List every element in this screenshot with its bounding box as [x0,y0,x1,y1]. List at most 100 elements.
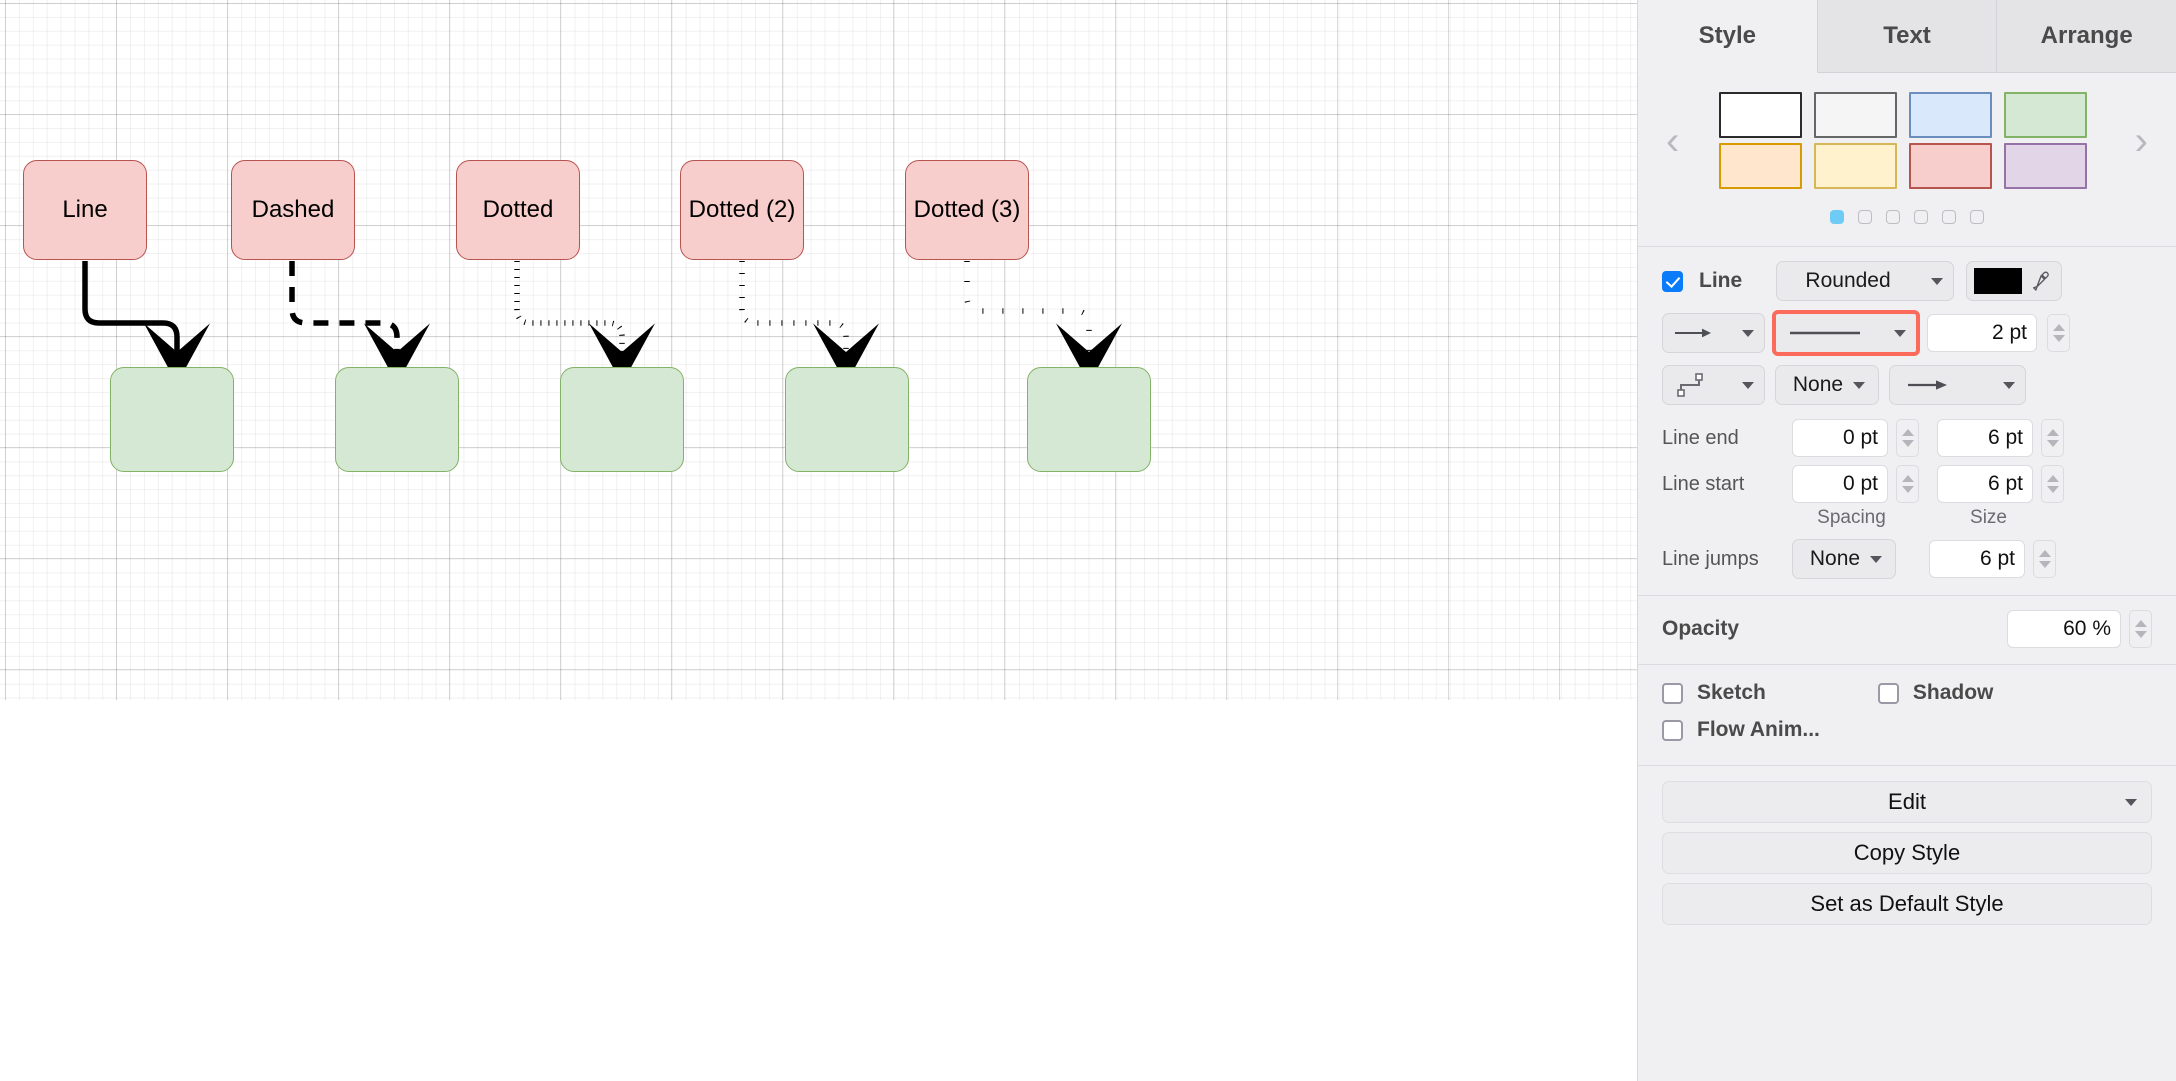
line-width-input[interactable]: 2 pt [1927,314,2037,352]
node-dashed[interactable]: Dashed [231,160,355,260]
swatch-white[interactable] [1718,92,1802,138]
line-end-size-input[interactable]: 6 pt [1937,419,2033,457]
line-checkbox[interactable] [1662,270,1683,292]
panel-tabs: Style Text Arrange [1638,0,2176,73]
divider [1638,595,2176,596]
line-jumps-size-input[interactable]: 6 pt [1929,540,2025,578]
line-color-chip [1974,268,2023,294]
edit-button[interactable]: Edit [1662,781,2152,823]
connector-layer [82,261,1122,384]
swatch-pagination [1638,208,2176,224]
pagination-dot-1[interactable] [1830,210,1844,224]
sketch-checkbox[interactable] [1662,682,1683,704]
spacing-caption: Spacing [1817,507,1886,528]
chevron-down-icon [1853,381,1866,389]
line-jumps-value: None [1809,547,1861,570]
node-dotted-2[interactable]: Dotted (2) [680,160,804,260]
line-end-label: Line end [1662,426,1739,449]
node-line[interactable]: Line [23,160,147,260]
pagination-dot-5[interactable] [1942,210,1956,224]
node-target-3[interactable] [560,367,684,472]
shadow-checkbox[interactable] [1877,682,1899,704]
line-end-marker-select[interactable] [1889,365,2026,405]
node-target-5[interactable] [1027,367,1151,472]
action-buttons: Edit Copy Style Set as Default Style [1638,781,2176,925]
orthogonal-connector-icon [1677,373,1703,397]
pagination-dot-4[interactable] [1914,210,1928,224]
size-caption: Size [1970,507,2007,528]
node-dotted[interactable]: Dotted [456,160,580,260]
line-start-size-input[interactable]: 6 pt [1937,465,2033,503]
node-target-1[interactable] [110,367,234,472]
pagination-dot-2[interactable] [1858,210,1872,224]
line-color-button[interactable] [1966,261,2063,301]
flow-anim-row: Flow Anim... [1638,718,2176,742]
edge-dotted-3 [964,261,1122,384]
solid-line-icon [1790,331,1860,335]
pagination-dot-6[interactable] [1970,210,1984,224]
line-start-size-value: 6 pt [1987,472,2023,495]
node-target-4[interactable] [785,367,909,472]
diagram-canvas[interactable]: Line Dashed Dotted Dotted (2) Dotted (3) [0,0,1637,1081]
pagination-dot-3[interactable] [1886,210,1900,224]
line-end-size-value: 6 pt [1987,426,2023,449]
node-dotted-3[interactable]: Dotted (3) [905,160,1029,260]
tab-style[interactable]: Style [1638,0,1818,73]
canvas-empty-area[interactable] [0,700,1637,1081]
opacity-row: Opacity 60 % [1638,610,2176,648]
swatch-blue[interactable] [1908,92,1992,138]
eyedropper-icon[interactable] [2028,270,2050,292]
tab-arrange[interactable]: Arrange [1997,0,2176,73]
line-end-spacing-input[interactable]: 0 pt [1792,419,1888,457]
node-label: Dotted (3) [913,196,1021,223]
chevron-right-icon[interactable]: › [2134,118,2148,163]
corner-style-select[interactable]: Rounded [1776,261,1955,301]
node-label: Dotted (2) [688,196,796,223]
chevron-down-icon [1742,329,1754,337]
line-markers-row: None [1638,365,2176,405]
line-style-row: 2 pt [1638,310,2176,356]
line-jumps-size-value: 6 pt [1979,547,2015,570]
line-start-spacing-input[interactable]: 0 pt [1792,465,1888,503]
line-end-spacing-stepper[interactable] [1896,419,1919,457]
chevron-down-icon [1870,555,1883,563]
swatch-orange[interactable] [1718,143,1802,189]
sketch-label: Sketch [1697,681,1766,704]
arrow-right-icon [1675,328,1711,338]
edge-dotted-2 [739,261,879,384]
line-start-arrow-select[interactable] [1662,313,1765,353]
chevron-left-icon[interactable]: ‹ [1666,118,1680,163]
line-row: Line Rounded [1638,261,2176,301]
chevron-down-icon [1894,329,1906,337]
opacity-stepper[interactable] [2129,610,2152,648]
tab-text[interactable]: Text [1817,0,1998,73]
swatch-gray[interactable] [1813,92,1897,138]
opacity-input[interactable]: 60 % [2007,610,2121,648]
copy-style-button[interactable]: Copy Style [1662,832,2152,874]
swatch-red[interactable] [1908,143,1992,189]
swatch-yellow[interactable] [1813,143,1897,189]
set-default-style-button[interactable]: Set as Default Style [1662,883,2152,925]
line-jumps-select[interactable]: None [1792,539,1896,579]
line-start-marker-value: None [1792,373,1844,396]
divider [1638,246,2176,247]
line-end-spacing-value: 0 pt [1842,426,1878,449]
line-start-spacing-stepper[interactable] [1896,465,1919,503]
swatch-grid [1718,92,2096,189]
swatch-purple[interactable] [2003,143,2087,189]
node-label: Dotted [482,196,554,223]
line-jumps-label: Line jumps [1662,547,1759,570]
swatch-green[interactable] [2003,92,2087,138]
line-jumps-size-stepper[interactable] [2033,540,2056,578]
flow-animation-checkbox[interactable] [1662,719,1683,741]
line-start-size-stepper[interactable] [2041,465,2064,503]
opacity-label: Opacity [1662,617,1740,640]
line-end-size-stepper[interactable] [2041,419,2064,457]
line-width-stepper[interactable] [2047,314,2070,352]
line-pattern-select[interactable] [1772,310,1920,356]
waypoint-style-select[interactable] [1662,365,1765,405]
node-target-2[interactable] [335,367,459,472]
line-start-marker-select[interactable]: None [1775,365,1879,405]
style-swatch-picker: ‹ › [1638,73,2176,208]
flow-animation-label: Flow Anim... [1697,718,1820,741]
